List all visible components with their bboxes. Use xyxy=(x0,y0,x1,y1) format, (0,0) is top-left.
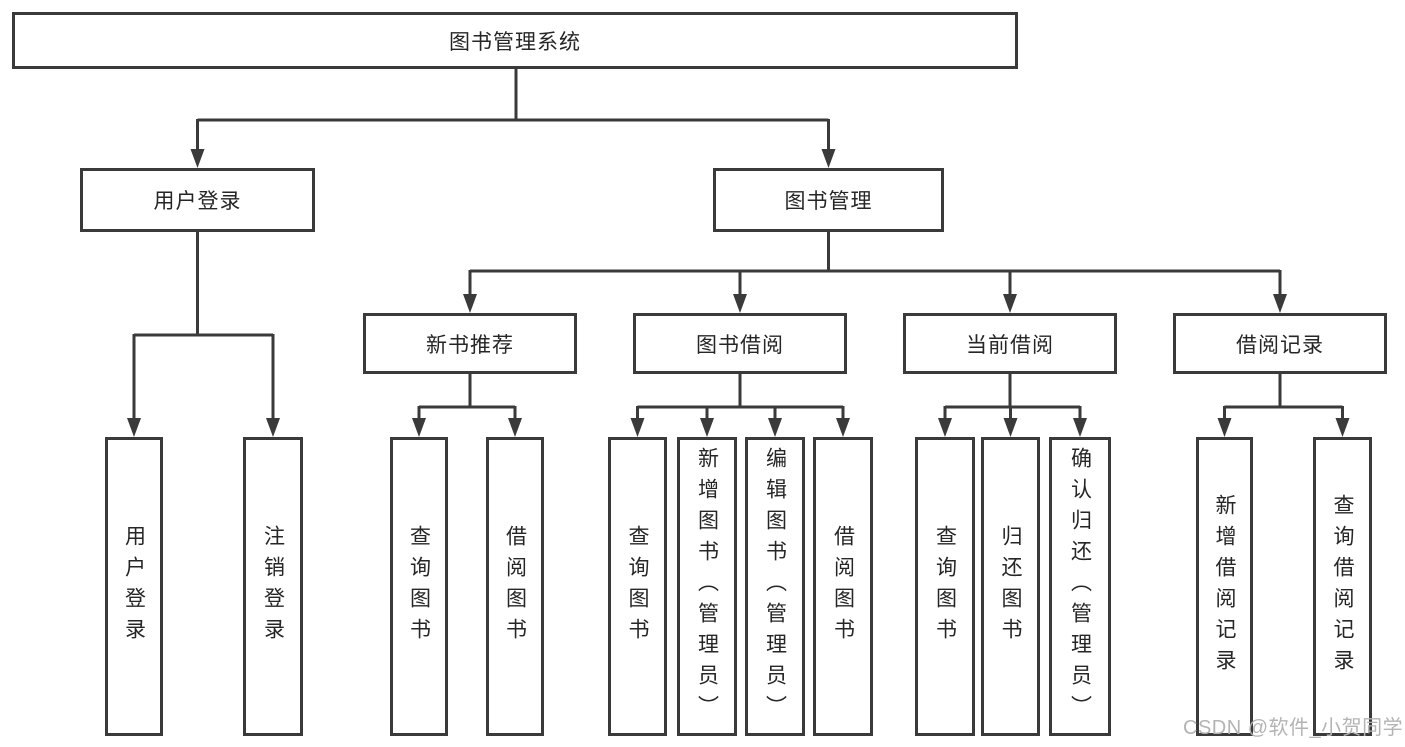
node-current-borrow: 当前借阅 xyxy=(903,313,1117,374)
node-label: 图书管理 xyxy=(784,190,873,213)
node-label: 归还图书 xyxy=(999,524,1022,649)
leaf-logout: 注销登录 xyxy=(243,437,303,736)
leaf-borrow-books: 借阅图书 xyxy=(486,437,544,736)
leaf-query-books: 查询图书 xyxy=(915,437,975,736)
node-label: 查询图书 xyxy=(933,524,957,649)
node-label: 查询借阅记录 xyxy=(1331,493,1354,680)
node-label: 当前借阅 xyxy=(966,333,1054,357)
node-label: 注销登录 xyxy=(261,524,285,649)
node-book-management-branch: 图书管理 xyxy=(713,168,944,232)
leaf-borrow-books: 借阅图书 xyxy=(813,437,873,736)
node-label: 新书推荐 xyxy=(426,333,514,357)
csdn-watermark: CSDN @软件_小贺同学 xyxy=(1183,717,1404,739)
node-root: 图书管理系统 xyxy=(12,12,1018,69)
leaf-query-books: 查询图书 xyxy=(608,437,667,736)
leaf-return-books: 归还图书 xyxy=(981,437,1040,736)
leaf-user-login: 用户登录 xyxy=(105,437,163,736)
node-label: 借阅记录 xyxy=(1236,333,1324,357)
node-label: 借阅图书 xyxy=(831,524,855,649)
node-label: 图书借阅 xyxy=(696,333,784,357)
leaf-query-books: 查询图书 xyxy=(390,437,448,736)
node-user-login-branch: 用户登录 xyxy=(80,168,315,232)
node-book-borrow: 图书借阅 xyxy=(633,313,847,374)
node-borrow-records: 借阅记录 xyxy=(1173,313,1387,374)
leaf-confirm-return-admin: 确认归还（管理员） xyxy=(1049,437,1111,736)
node-new-book-recommend: 新书推荐 xyxy=(363,313,577,374)
node-label: 用户登录 xyxy=(153,190,242,213)
node-label: 编辑图书（管理员） xyxy=(763,447,787,726)
arrowheads xyxy=(127,149,1350,437)
node-label: 查询图书 xyxy=(626,524,649,649)
node-label: 新增图书（管理员） xyxy=(695,447,719,726)
node-label: 查询图书 xyxy=(407,524,431,649)
node-label: 借阅图书 xyxy=(503,524,527,649)
leaf-add-borrow-record: 新增借阅记录 xyxy=(1196,437,1253,736)
leaf-add-book-admin: 新增图书（管理员） xyxy=(677,437,737,736)
node-label: 图书管理系统 xyxy=(449,30,581,54)
leaf-edit-book-admin: 编辑图书（管理员） xyxy=(745,437,805,736)
leaf-query-borrow-record: 查询借阅记录 xyxy=(1313,437,1372,736)
node-label: 用户登录 xyxy=(122,524,146,649)
node-label: 确认归还（管理员） xyxy=(1068,447,1092,726)
node-label: 新增借阅记录 xyxy=(1213,493,1236,680)
